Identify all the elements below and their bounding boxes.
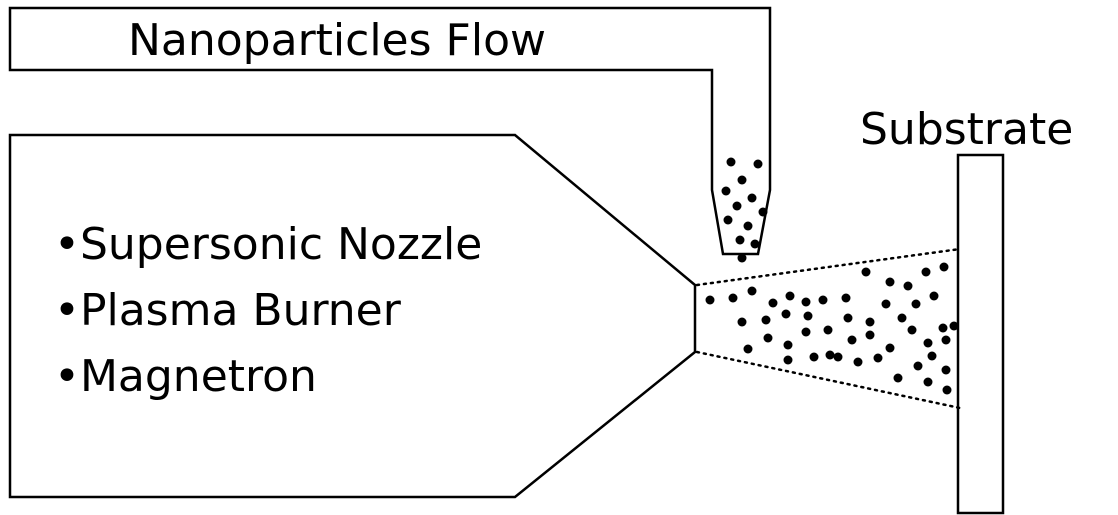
spray-particle bbox=[825, 350, 835, 360]
spray-particle bbox=[927, 351, 937, 361]
spray-particle bbox=[939, 262, 949, 272]
spray-particle bbox=[833, 352, 843, 362]
spray-particle bbox=[942, 385, 952, 395]
feed-particle bbox=[723, 215, 733, 225]
feed-particle bbox=[732, 201, 742, 211]
spray-particle bbox=[705, 295, 715, 305]
spray-particle bbox=[885, 277, 895, 287]
spray-particle bbox=[865, 330, 875, 340]
spray-particle bbox=[865, 317, 875, 327]
spray-particles bbox=[705, 262, 959, 395]
feed-particle bbox=[747, 193, 757, 203]
spray-particle bbox=[801, 327, 811, 337]
feed-particle bbox=[750, 239, 760, 249]
feed-particle bbox=[721, 186, 731, 196]
spray-particle bbox=[783, 340, 793, 350]
spray-particle bbox=[803, 311, 813, 321]
spray-particle bbox=[921, 267, 931, 277]
source-item-magnetron: •Magnetron bbox=[54, 351, 317, 402]
feed-particle bbox=[737, 253, 747, 263]
spray-particle bbox=[785, 291, 795, 301]
spray-particle bbox=[941, 365, 951, 375]
spray-particle bbox=[737, 317, 747, 327]
spray-cone-bottom-edge bbox=[695, 350, 962, 410]
spray-particle bbox=[913, 361, 923, 371]
spray-cone-top-edge bbox=[695, 247, 962, 287]
feed-particle bbox=[737, 175, 747, 185]
feed-particle bbox=[726, 157, 736, 167]
spray-particle bbox=[823, 325, 833, 335]
feed-tube bbox=[8, 6, 772, 256]
spray-particle bbox=[903, 281, 913, 291]
flow-label: Nanoparticles Flow bbox=[128, 15, 546, 66]
spray-particle bbox=[783, 355, 793, 365]
source-item-plasma-burner: •Plasma Burner bbox=[54, 285, 402, 336]
spray-particle bbox=[885, 343, 895, 353]
feed-particle bbox=[758, 207, 768, 217]
feed-particle bbox=[743, 221, 753, 231]
feed-particles bbox=[721, 157, 768, 263]
spray-particle bbox=[841, 293, 851, 303]
spray-particle bbox=[818, 295, 828, 305]
spray-particle bbox=[881, 299, 891, 309]
feed-particle bbox=[735, 235, 745, 245]
spray-particle bbox=[781, 309, 791, 319]
spray-particle bbox=[938, 323, 948, 333]
spray-particle bbox=[861, 267, 871, 277]
spray-particle bbox=[923, 377, 933, 387]
spray-particle bbox=[761, 315, 771, 325]
substrate-plate bbox=[956, 153, 1005, 515]
spray-particle bbox=[873, 353, 883, 363]
spray-particle bbox=[843, 313, 853, 323]
substrate-label: Substrate bbox=[860, 104, 1073, 155]
spray-particle bbox=[801, 297, 811, 307]
spray-particle bbox=[911, 299, 921, 309]
spray-particle bbox=[853, 357, 863, 367]
spray-particle bbox=[897, 313, 907, 323]
spray-particle bbox=[763, 333, 773, 343]
spray-particle bbox=[768, 298, 778, 308]
spray-particle bbox=[929, 291, 939, 301]
source-item-supersonic-nozzle: •Supersonic Nozzle bbox=[54, 219, 482, 270]
spray-particle bbox=[743, 344, 753, 354]
spray-particle bbox=[809, 352, 819, 362]
spray-particle bbox=[923, 338, 933, 348]
feed-particle bbox=[753, 159, 763, 169]
spray-particle bbox=[728, 293, 738, 303]
spray-particle bbox=[747, 286, 757, 296]
spray-particle bbox=[847, 335, 857, 345]
spray-particle bbox=[907, 325, 917, 335]
source-body bbox=[8, 133, 697, 499]
spray-particle bbox=[893, 373, 903, 383]
spray-particle bbox=[941, 335, 951, 345]
spray-particle bbox=[949, 321, 959, 331]
